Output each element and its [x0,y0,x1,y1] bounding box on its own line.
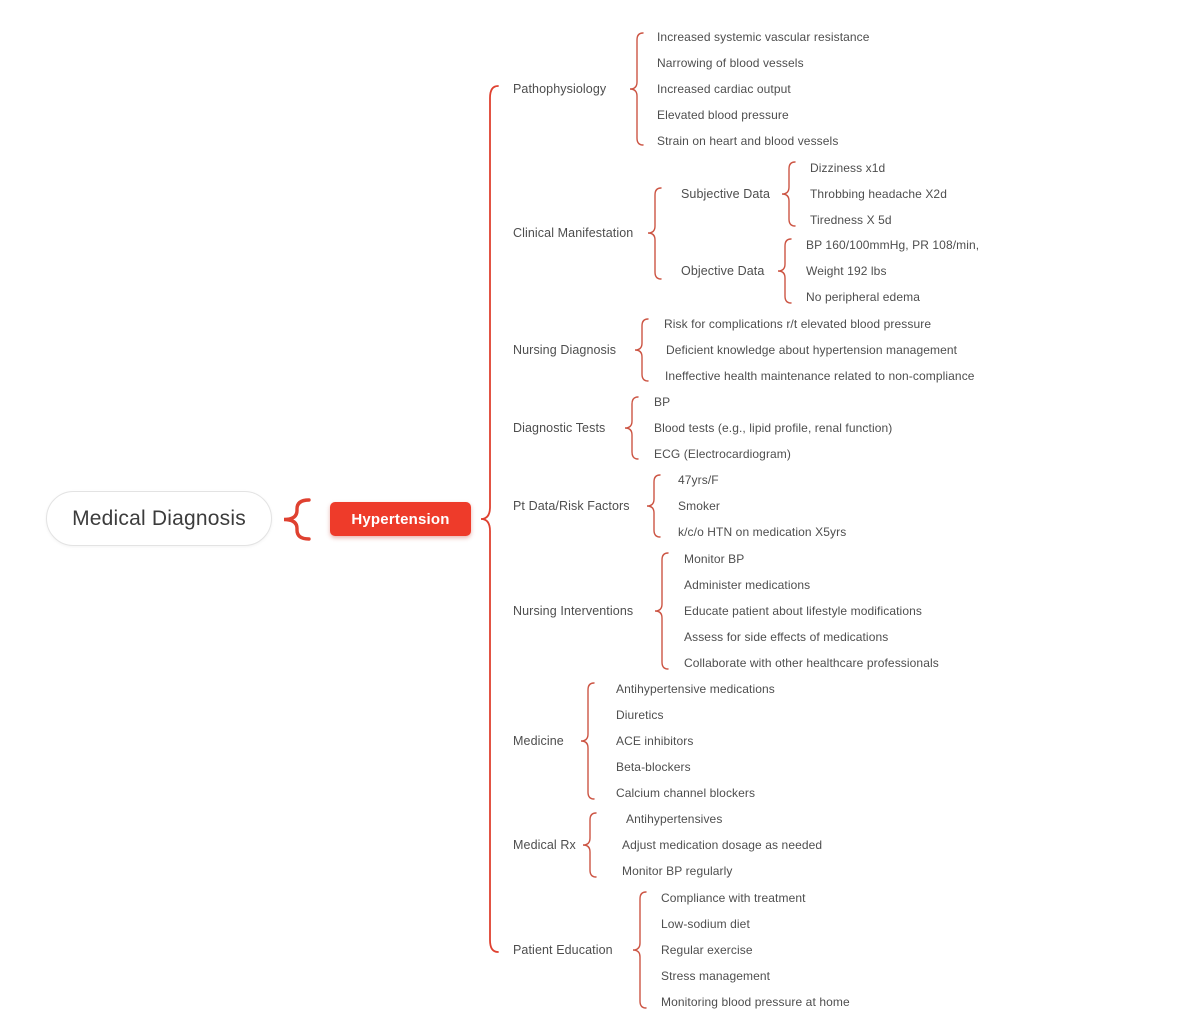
branch-pathophysiology[interactable]: Pathophysiology [513,82,607,96]
brace-subjective-data-children [781,161,796,227]
leaf-node[interactable]: Assess for side effects of medications [684,630,889,644]
branch-nursing-diagnosis[interactable]: Nursing Diagnosis [513,343,617,357]
brace-nursing-interv-children [654,552,669,670]
branch-clinical-manifestation[interactable]: Clinical Manifestation [513,226,634,240]
brace-nursing-diagnosis-children [634,318,649,382]
leaf-node[interactable]: No peripheral edema [806,290,920,304]
brace-medicine-children [580,682,595,800]
leaf-node[interactable]: Collaborate with other healthcare profes… [684,656,939,670]
leaf-node[interactable]: Weight 192 lbs [806,264,887,278]
branch-nursing-interventions[interactable]: Nursing Interventions [513,604,634,618]
leaf-node[interactable]: Antihypertensives [626,812,723,826]
leaf-node[interactable]: Educate patient about lifestyle modifica… [684,604,922,618]
brace-medical-rx-children [582,812,597,878]
leaf-node[interactable]: ECG (Electrocardiogram) [654,447,792,461]
leaf-node[interactable]: Monitoring blood pressure at home [661,995,850,1009]
brace-root-to-topic [283,498,311,541]
topic-node-hypertension[interactable]: Hypertension [330,502,471,536]
branch-diagnostic-tests[interactable]: Diagnostic Tests [513,421,606,435]
leaf-node[interactable]: Increased systemic vascular resistance [657,30,870,44]
leaf-node[interactable]: Tiredness X 5d [810,213,892,227]
branch-patient-education[interactable]: Patient Education [513,943,613,957]
leaf-node[interactable]: BP 160/100mmHg, PR 108/min, [806,238,980,252]
leaf-node[interactable]: Monitor BP regularly [622,864,733,878]
leaf-node[interactable]: Elevated blood pressure [657,108,789,122]
leaf-node[interactable]: Adjust medication dosage as needed [622,838,823,852]
subbranch-subjective-data[interactable]: Subjective Data [681,187,771,201]
leaf-node[interactable]: Blood tests (e.g., lipid profile, renal … [654,421,893,435]
leaf-node[interactable]: Antihypertensive medications [616,682,775,696]
leaf-node[interactable]: ACE inhibitors [616,734,694,748]
leaf-node[interactable]: Calcium channel blockers [616,786,756,800]
brace-topic-to-branches [480,85,499,953]
leaf-node[interactable]: Compliance with treatment [661,891,806,905]
root-node-label: Medical Diagnosis [72,506,246,530]
branch-pt-data-risk-factors[interactable]: Pt Data/Risk Factors [513,499,630,513]
leaf-node[interactable]: Beta-blockers [616,760,691,774]
leaf-node[interactable]: Ineffective health maintenance related t… [665,369,975,383]
leaf-node[interactable]: 47yrs/F [678,473,719,487]
leaf-node[interactable]: Monitor BP [684,552,745,566]
leaf-node[interactable]: k/c/o HTN on medication X5yrs [678,525,847,539]
leaf-node[interactable]: Stress management [661,969,771,983]
subbranch-objective-data[interactable]: Objective Data [681,264,765,278]
leaf-node[interactable]: Administer medications [684,578,811,592]
leaf-node[interactable]: Narrowing of blood vessels [657,56,804,70]
leaf-node[interactable]: BP [654,395,671,409]
leaf-node[interactable]: Low-sodium diet [661,917,750,931]
leaf-node[interactable]: Strain on heart and blood vessels [657,134,839,148]
topic-node-label: Hypertension [351,510,450,528]
root-node-medical-diagnosis[interactable]: Medical Diagnosis [46,491,272,546]
leaf-node[interactable]: Deficient knowledge about hypertension m… [666,343,958,357]
branch-medicine[interactable]: Medicine [513,734,564,748]
branch-medical-rx[interactable]: Medical Rx [513,838,576,852]
leaf-node[interactable]: Smoker [678,499,720,513]
leaf-node[interactable]: Increased cardiac output [657,82,791,96]
brace-objective-data-children [777,238,792,304]
leaf-node[interactable]: Dizziness x1d [810,161,886,175]
brace-clinical-manifestation [647,187,662,280]
leaf-node[interactable]: Regular exercise [661,943,753,957]
leaf-node[interactable]: Throbbing headache X2d [810,187,947,201]
brace-pathophysiology-children [629,32,644,146]
brace-patient-edu-children [632,891,647,1009]
brace-pt-data-children [646,474,661,538]
leaf-node[interactable]: Diuretics [616,708,664,722]
brace-diagnostic-tests-children [624,396,639,460]
leaf-node[interactable]: Risk for complications r/t elevated bloo… [664,317,932,331]
